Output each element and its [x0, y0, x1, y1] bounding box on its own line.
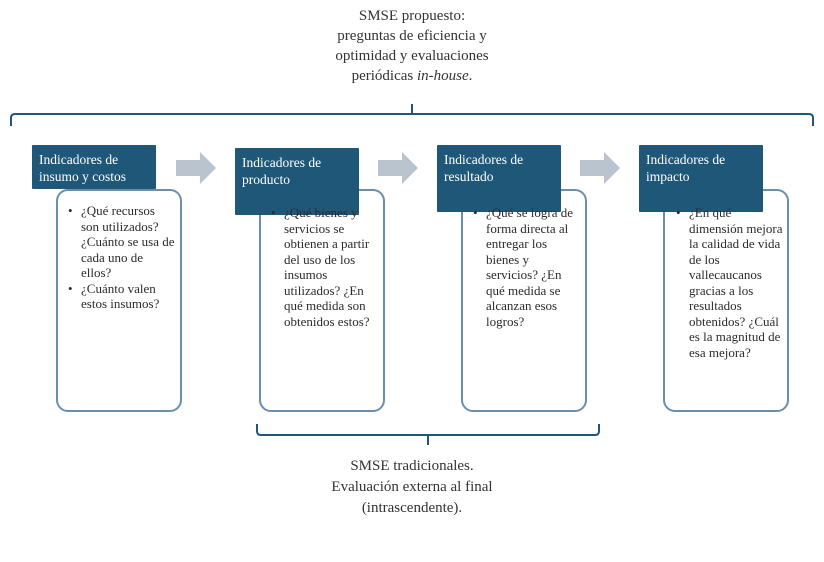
bottom-caption-line-3: (intrascendente).	[361, 500, 463, 516]
question-list: ¿Qué recursos son utilizados? ¿Cuánto se…	[68, 203, 176, 312]
arrow-right-icon	[176, 152, 216, 184]
question-item: ¿Qué bienes y servicios se obtienen a pa…	[271, 205, 379, 329]
bottom-bracket	[256, 424, 600, 445]
bottom-caption: SMSE tradicionales. Evaluación externa a…	[262, 456, 562, 519]
bottom-caption-line-2: Evaluación externa al final	[331, 479, 493, 495]
top-caption-prefix: periódicas	[351, 68, 417, 84]
arrow-right-icon	[580, 152, 620, 184]
question-item: ¿Cuánto valen estos insumos?	[68, 281, 176, 312]
question-item: ¿Qué se logra de forma directa al entreg…	[473, 205, 581, 329]
top-caption-line-3: optimidad y evaluaciones	[335, 48, 489, 64]
stage-header: Indicadores de producto	[235, 148, 359, 215]
top-caption-italic: in-house	[416, 68, 469, 84]
stage-header: Indicadores de insumo y costos	[32, 145, 156, 189]
question-list: ¿Qué bienes y servicios se obtienen a pa…	[271, 205, 379, 329]
top-caption: SMSE propuesto: preguntas de eficiencia …	[212, 6, 612, 86]
question-list: ¿En qué dimensión mejora la calidad de v…	[676, 205, 784, 360]
top-caption-suffix: .	[468, 68, 473, 84]
top-caption-line-2: preguntas de eficiencia y	[337, 28, 487, 44]
top-bracket	[10, 104, 814, 126]
question-item: ¿Qué recursos son utilizados? ¿Cuánto se…	[68, 203, 176, 281]
question-item: ¿En qué dimensión mejora la calidad de v…	[676, 205, 784, 360]
stage-header: Indicadores de impacto	[639, 145, 763, 212]
top-caption-line-4: periódicas in-house.	[212, 66, 612, 86]
top-caption-line-1: SMSE propuesto:	[358, 8, 466, 24]
bottom-caption-line-1: SMSE tradicionales.	[350, 458, 474, 474]
arrow-right-icon	[378, 152, 418, 184]
stage-header: Indicadores de resultado	[437, 145, 561, 212]
question-list: ¿Qué se logra de forma directa al entreg…	[473, 205, 581, 329]
